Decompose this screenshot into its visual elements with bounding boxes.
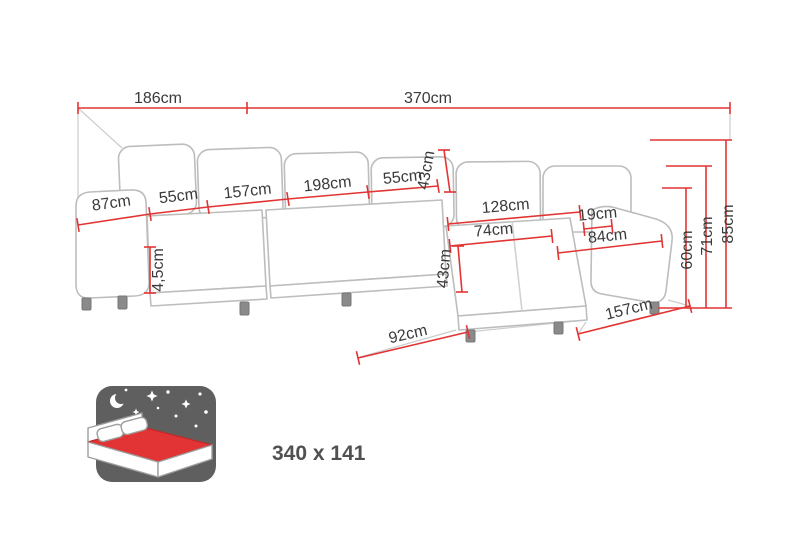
sleeping-function-icon bbox=[87, 386, 216, 482]
dimension-lines bbox=[76, 102, 732, 366]
dim-label-middle-width: 198cm bbox=[303, 174, 353, 196]
sofa-leg bbox=[341, 292, 352, 307]
sofa-leg bbox=[239, 301, 250, 316]
dim-label-left-seat-depth: 55cm bbox=[158, 186, 199, 208]
middle-seat-front bbox=[269, 273, 448, 299]
dim-label-seat-height: 60cm bbox=[679, 230, 696, 269]
dim-label-left-length: 157cm bbox=[223, 181, 273, 203]
dim-label-armrest-height: 71cm bbox=[699, 216, 716, 255]
dim-label-total-width: 370cm bbox=[404, 90, 452, 107]
dim-label-chaise-height: 43cm bbox=[434, 248, 454, 288]
dimension-labels: 186cm 370cm 87cm 55cm 157cm 198cm 55cm 4… bbox=[91, 90, 737, 347]
bed-pillow bbox=[120, 416, 149, 436]
dim-label-left-depth: 186cm bbox=[134, 90, 182, 107]
bed-side-face bbox=[157, 444, 213, 478]
dim-label-right-seat-depth: 55cm bbox=[382, 167, 423, 188]
dim-label-right-arm: 84cm bbox=[587, 226, 628, 247]
dim-label-right-depth: 157cm bbox=[604, 296, 655, 324]
chaise-top bbox=[445, 217, 587, 317]
sofa-leg bbox=[117, 295, 128, 310]
dim-label-arm-inner: 19cm bbox=[577, 204, 617, 224]
dim-label-left-arm: 87cm bbox=[91, 192, 132, 214]
right-armrest bbox=[590, 205, 673, 304]
bed-icon bbox=[87, 412, 213, 478]
sofa-leg bbox=[81, 297, 92, 311]
dim-label-right-width: 128cm bbox=[481, 196, 530, 217]
dim-label-leg-height: 4,5cm bbox=[150, 248, 167, 292]
chaise-front bbox=[457, 305, 588, 331]
sofa-leg bbox=[553, 321, 564, 335]
left-seat-front bbox=[149, 285, 268, 307]
dim-label-chaise-width: 74cm bbox=[473, 220, 513, 240]
middle-seat bbox=[265, 199, 447, 287]
stars-and-moon-icon bbox=[110, 388, 208, 428]
sleeping-area-size-label: 340 x 141 bbox=[272, 442, 366, 465]
dim-label-total-height: 85cm bbox=[720, 204, 737, 243]
sofa-outline bbox=[75, 143, 673, 331]
dim-label-backrest-height: 43cm bbox=[415, 149, 439, 190]
chaise-seam bbox=[511, 220, 523, 312]
